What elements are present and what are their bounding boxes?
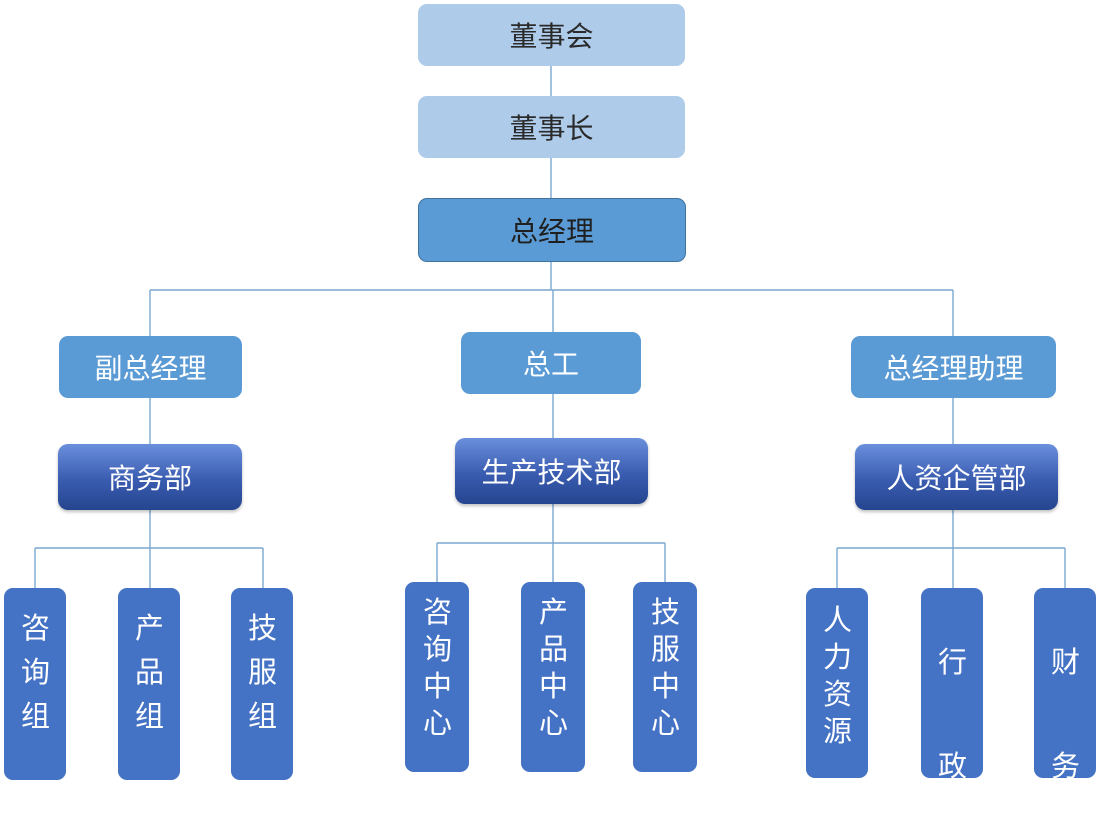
branch-head-label: 总经理助理: [883, 352, 1024, 385]
unit-product-group: 产品组: [118, 588, 180, 780]
branch-head-label: 副总经理: [94, 352, 207, 385]
dept-hr-admin: 人资企管部: [855, 444, 1058, 510]
chairman-node: 董事长: [418, 96, 685, 158]
unit-human-resources: 人力资源: [806, 588, 868, 778]
connector-lines: [34, 66, 1066, 588]
gm-label: 总经理: [509, 215, 594, 248]
unit-label: 咨询组: [21, 611, 51, 733]
gm-node: 总经理: [418, 198, 686, 262]
board-label: 董事会: [509, 20, 594, 53]
unit-consulting-group: 咨询组: [4, 588, 66, 780]
unit-label: 财务: [1051, 645, 1081, 783]
branch-head-chief-engineer: 总工: [461, 332, 641, 394]
dept-label: 生产技术部: [481, 456, 622, 489]
unit-label: 技服中心: [651, 595, 681, 740]
unit-label: 行政: [938, 645, 968, 783]
unit-tech-service-center: 技服中心: [633, 582, 697, 772]
unit-product-center: 产品中心: [521, 582, 585, 772]
branch-head-gm-assistant: 总经理助理: [851, 336, 1056, 398]
unit-administration: 行政: [921, 588, 983, 783]
unit-label: 产品中心: [539, 595, 569, 740]
unit-consulting-center: 咨询中心: [405, 582, 469, 772]
unit-label: 技服组: [248, 611, 278, 733]
unit-label: 人力资源: [823, 603, 853, 748]
unit-label: 咨询中心: [423, 595, 453, 740]
branch-head-label: 总工: [522, 348, 579, 381]
board-node: 董事会: [418, 4, 685, 66]
branch-head-vice-gm: 副总经理: [59, 336, 242, 398]
unit-tech-service-group: 技服组: [231, 588, 293, 780]
dept-label: 人资企管部: [886, 462, 1027, 495]
unit-label: 产品组: [135, 611, 165, 733]
dept-production-tech: 生产技术部: [455, 438, 648, 504]
chairman-label: 董事长: [509, 112, 594, 145]
unit-finance: 财务: [1034, 588, 1096, 783]
dept-business: 商务部: [58, 444, 242, 510]
dept-label: 商务部: [107, 462, 192, 495]
